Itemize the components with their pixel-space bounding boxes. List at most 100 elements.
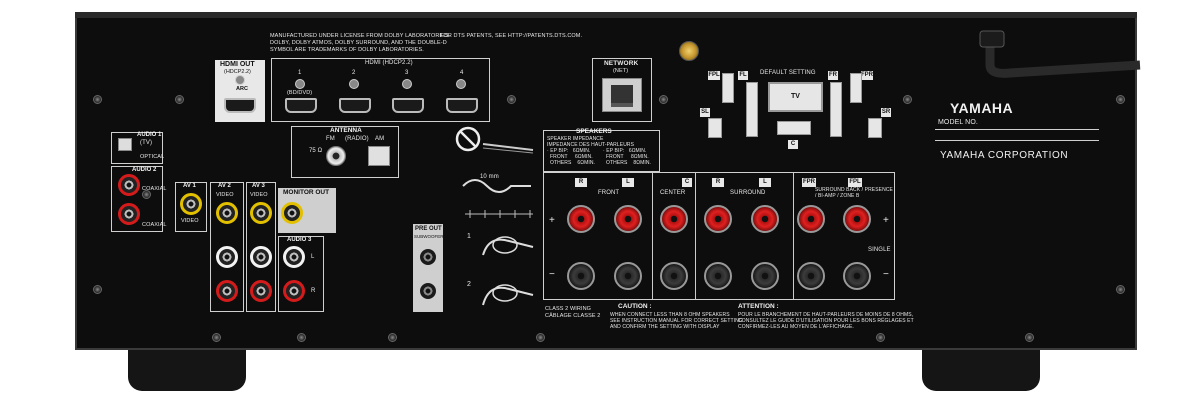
hdmi-in-port-2-num: 2	[352, 70, 356, 76]
av1-group	[175, 182, 207, 232]
fl-tag: FL	[738, 71, 748, 80]
front-l-minus-terminal[interactable]	[614, 262, 642, 290]
surround-l-minus-terminal[interactable]	[751, 262, 779, 290]
audio1-group	[111, 132, 163, 164]
sr-tag: SR	[881, 108, 891, 117]
antenna-connector[interactable]	[679, 41, 699, 61]
power-cable	[979, 30, 1141, 78]
antenna-ohm-label: 75 Ω	[309, 148, 323, 154]
sr-speaker	[868, 118, 882, 138]
speakers-impedance-2: · EP BIP: 6ΩMIN. FRONT 8ΩMIN. OTHERS 8ΩM…	[603, 148, 652, 166]
step-1-number: 1	[467, 233, 471, 240]
subwoofer-2-jack[interactable]	[417, 280, 439, 302]
optical-port[interactable]	[118, 138, 132, 151]
fm-antenna-jack[interactable]	[326, 146, 346, 166]
fr-speaker	[830, 82, 842, 137]
av3-audio-l-jack[interactable]	[250, 246, 272, 268]
sl-tag: SL	[700, 108, 710, 117]
front-r-plus-terminal[interactable]	[567, 205, 595, 233]
av2-label: AV 2	[218, 183, 231, 189]
model-no: MODEL NO.	[938, 119, 978, 126]
audio3-r-label: R	[311, 288, 316, 294]
surround-r-minus-terminal[interactable]	[704, 262, 732, 290]
sb-fpr-plus-terminal[interactable]	[797, 205, 825, 233]
av2-audio-r-jack[interactable]	[216, 280, 238, 302]
caution-text: WHEN CONNECT LESS THAN 8 OHM SPEAKERS SE…	[610, 312, 743, 330]
monitor-out-label: MONITOR OUT	[283, 189, 330, 196]
network-label: NETWORK	[604, 60, 639, 67]
sb-fpr-minus-terminal[interactable]	[797, 262, 825, 290]
coaxial-1-jack[interactable]	[118, 174, 140, 196]
audio3-l-jack[interactable]	[283, 246, 305, 268]
screw	[93, 95, 102, 104]
hdmi-in-label: HDMI (HDCP2.2)	[365, 60, 413, 66]
dts-license-text: FOR DTS PATENTS, SEE HTTP://PATENTS.DTS.…	[440, 33, 583, 39]
hdmi-in-2-indicator	[349, 79, 359, 89]
hdmi-out-port[interactable]	[224, 98, 256, 113]
step-2-number: 2	[467, 281, 471, 288]
coaxial-2-label: COAXIAL	[142, 222, 167, 228]
surround-r-plus-terminal[interactable]	[704, 205, 732, 233]
network-sub: (NET)	[613, 68, 629, 74]
audio3-label: AUDIO 3	[287, 237, 312, 243]
screw	[388, 333, 397, 342]
audio1-sub: (TV)	[140, 140, 153, 146]
attention-text: POUR LE BRANCHEMENT DE HAUT-PARLEURS DE …	[738, 312, 914, 330]
screw	[93, 285, 102, 294]
av1-video-jack[interactable]	[180, 193, 202, 215]
audio3-r-jack[interactable]	[283, 280, 305, 302]
antenna-am-label: AM	[375, 136, 385, 142]
model-line-2	[935, 140, 1099, 141]
plus-right: +	[883, 215, 889, 226]
hdmi-in-port-3-num: 3	[405, 70, 409, 76]
av2-video-jack[interactable]	[216, 202, 238, 224]
center-plus-terminal[interactable]	[660, 205, 688, 233]
screw	[1116, 285, 1125, 294]
model-line	[935, 129, 1099, 130]
subwoofer-1-jack[interactable]	[417, 246, 439, 268]
screw	[903, 95, 912, 104]
front-l-plus-terminal[interactable]	[614, 205, 642, 233]
av3-label: AV 3	[252, 183, 265, 189]
screw	[659, 95, 668, 104]
surround-l-tag: L	[759, 178, 771, 187]
av1-video-label: VIDEO	[181, 218, 199, 224]
am-antenna-terminal[interactable]	[368, 146, 390, 166]
hdmi-in-4-port[interactable]	[446, 98, 478, 113]
single-label: SINGLE	[868, 247, 891, 253]
default-setting-label: DEFAULT SETTING	[760, 70, 816, 76]
audio2-group	[111, 166, 163, 232]
av3-audio-r-jack[interactable]	[250, 280, 272, 302]
hdmi-in-2-port[interactable]	[339, 98, 371, 113]
center-minus-terminal[interactable]	[660, 262, 688, 290]
hdmi-in-1-indicator	[295, 79, 305, 89]
av3-video-jack[interactable]	[250, 202, 272, 224]
av2-audio-l-jack[interactable]	[216, 246, 238, 268]
screw	[507, 95, 516, 104]
center-label: CENTER	[660, 190, 686, 196]
divider-3	[793, 172, 794, 300]
sb-fpl-plus-terminal[interactable]	[843, 205, 871, 233]
fpl-speaker	[722, 73, 734, 103]
front-r-minus-terminal[interactable]	[567, 262, 595, 290]
antenna-group	[291, 126, 399, 178]
wiring-steps-illustration	[482, 236, 534, 306]
minus-left: −	[549, 269, 555, 280]
fpl-tag: FPL	[708, 71, 720, 80]
coaxial-2-jack[interactable]	[118, 203, 140, 225]
av2-video-label: VIDEO	[216, 192, 234, 198]
no-strand-icon	[455, 126, 534, 218]
hdmi-out-label: HDMI OUT	[220, 61, 255, 68]
sb-fpl-minus-terminal[interactable]	[843, 262, 871, 290]
hdmi-in-3-port[interactable]	[392, 98, 424, 113]
strip-length-label: 10 mm	[480, 174, 499, 180]
fr-tag: FR	[828, 71, 838, 80]
hdmi-in-1-port[interactable]	[285, 98, 317, 113]
network-port[interactable]	[602, 78, 642, 112]
hdmi-in-port-1-num: 1	[298, 70, 302, 76]
surround-l-plus-terminal[interactable]	[751, 205, 779, 233]
antenna-fm-label: FM	[326, 136, 335, 142]
monitor-out-jack[interactable]	[281, 202, 303, 224]
av3-video-label: VIDEO	[250, 192, 268, 198]
speaker-terminals	[543, 172, 895, 300]
